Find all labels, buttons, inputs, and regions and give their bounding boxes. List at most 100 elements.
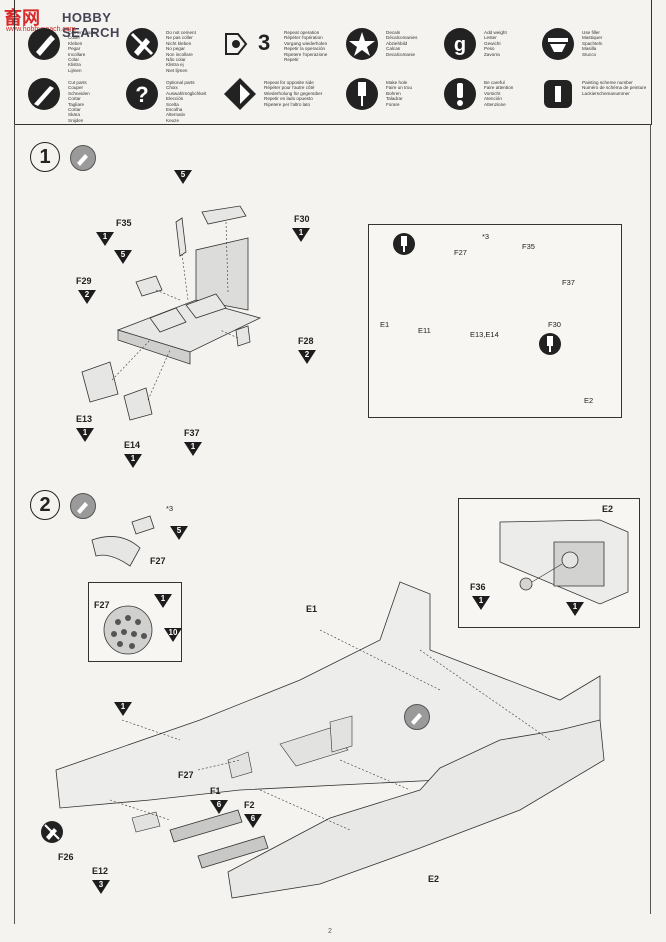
diamond-icon: [224, 78, 256, 110]
step1-guide-lines: [111, 221, 239, 401]
star-icon: [346, 28, 378, 60]
label-f1: F1: [210, 786, 221, 796]
label-f26: F26: [58, 852, 74, 862]
weight-icon: g: [444, 28, 476, 60]
step2-inset-drawing: [499, 519, 629, 605]
step-2-cement-icon: [70, 493, 96, 519]
badge-scheme-1: 1: [96, 232, 114, 246]
inset2-label-f36: F36: [470, 582, 486, 592]
label-e13: E13: [76, 414, 93, 424]
cement-icon: [28, 28, 60, 60]
label-e1: E1: [306, 604, 318, 614]
label-e14: E14: [124, 440, 141, 450]
repeat-number: 3: [258, 30, 271, 55]
inset-label-f37: F37: [562, 278, 575, 287]
knife-icon: [28, 78, 60, 110]
badge-scheme-1b: 1: [292, 228, 310, 242]
step2-fuselage-right: [227, 719, 605, 899]
inset2-label-e2: E2: [602, 504, 614, 514]
inset-label-star3: *3: [482, 232, 490, 241]
badge-scheme-1c: 1: [76, 428, 94, 442]
label-f37: F37: [184, 428, 200, 438]
inset-label-f30: F30: [548, 320, 561, 329]
inset-label-f27: F27: [454, 248, 467, 257]
label-e2: E2: [428, 874, 440, 884]
symbol-legend: [14, 0, 652, 125]
right-margin-rule: [650, 124, 651, 914]
badge-step2-1: 1: [154, 594, 172, 608]
badge-scheme-5b: 5: [114, 250, 132, 264]
watermark-logo: 畜网: [4, 8, 40, 28]
badge-scheme-1d: 1: [124, 454, 142, 468]
step1-cockpit-tub: [116, 237, 262, 365]
label-f35: F35: [116, 218, 132, 228]
step2-fuselage-left: [55, 581, 601, 809]
label-f2: F2: [244, 800, 255, 810]
label-f30: F30: [294, 214, 310, 224]
badge-scheme-2b: 2: [298, 350, 316, 364]
badge-step2-5: 5: [170, 526, 188, 540]
exclamation-icon: [444, 78, 476, 110]
badge-scheme-5: 5: [174, 170, 192, 184]
paint-scheme-icon: [544, 80, 572, 108]
svg-text:?: ?: [135, 82, 148, 107]
instrument-panel-drawing: [103, 605, 153, 655]
step2-guide-lines: [109, 629, 551, 831]
inset-label-e13e14: E13,E14: [470, 330, 499, 339]
step-1-detail-inset: [368, 224, 622, 418]
label-f27-panel: F27: [94, 600, 110, 610]
badge-step2-3: 3: [92, 880, 110, 894]
left-margin-rule: [14, 124, 15, 924]
inset-label-e2: E2: [584, 396, 594, 405]
step-2-number: 2: [30, 490, 60, 520]
question-icon: ?: [126, 78, 158, 110]
step-1-number: 1: [30, 142, 60, 172]
label-f29: F29: [76, 276, 92, 286]
watermark-name: HOBBY SEARCH: [62, 10, 120, 40]
label-f28: F28: [298, 336, 314, 346]
inset2-badge-1a: 1: [472, 596, 490, 610]
pin-drill-icon: [346, 78, 378, 110]
drill-icon: [225, 33, 248, 55]
inset2-badge-1b: 1: [566, 602, 584, 616]
label-star3: *3: [166, 504, 174, 513]
badge-step2-1c: 1: [114, 702, 132, 716]
svg-text:g: g: [454, 34, 466, 56]
label-f27: F27: [150, 556, 166, 566]
badge-step2-6b: 6: [244, 814, 262, 828]
badge-scheme-2: 2: [78, 290, 96, 304]
badge-step2-6a: 6: [210, 800, 228, 814]
page-number: 2: [328, 928, 332, 935]
step2-cockpit-parts: [131, 715, 353, 833]
label-f27-seat: F27: [178, 770, 194, 780]
badge-scheme-1e: 1: [184, 442, 202, 456]
no-cement-icon-step2: [41, 821, 63, 843]
no-cement-icon: [126, 28, 158, 60]
step-2-cement-icon-b: [404, 704, 430, 730]
inset-label-f35: F35: [522, 242, 535, 251]
